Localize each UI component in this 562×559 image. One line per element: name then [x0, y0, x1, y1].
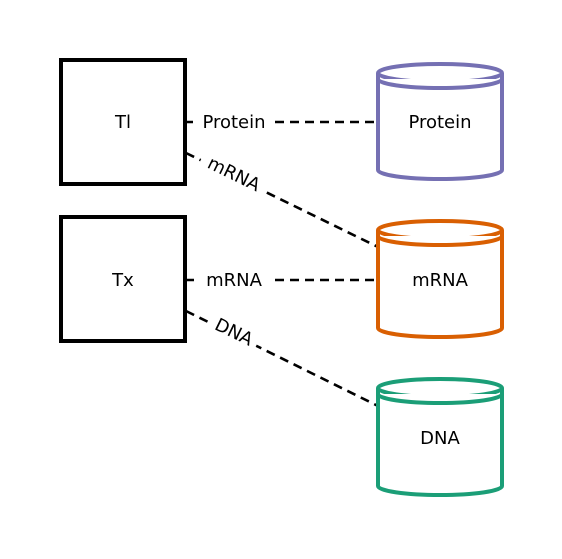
- edge-tx-dna: DNA: [185, 308, 379, 408]
- process-tl-box: [59, 58, 187, 186]
- edge-tx-mrna: mRNA: [185, 266, 378, 294]
- store-dna-body: [376, 388, 504, 497]
- process-tl-label: Tl: [114, 112, 131, 133]
- process-tl: Tl: [59, 58, 187, 186]
- edge-tl-mrna: mRNA: [185, 145, 379, 249]
- store-protein-label: Protein: [408, 112, 471, 133]
- edge-label-tl-protein: Protein: [202, 112, 265, 133]
- edges: Protein mRNA mRNA DNA: [185, 108, 379, 408]
- store-dna-label: DNA: [420, 428, 460, 449]
- edge-label-tx-mrna: mRNA: [206, 270, 263, 291]
- process-tx-label: Tx: [111, 270, 134, 291]
- store-protein: Protein: [376, 62, 504, 181]
- store-dna: DNA: [376, 377, 504, 497]
- store-protein-rim: [376, 78, 504, 90]
- store-mrna-rim: [376, 235, 504, 247]
- store-mrna-label: mRNA: [412, 270, 469, 291]
- process-tx: Tx: [59, 215, 187, 343]
- process-tx-box: [59, 215, 187, 343]
- store-mrna-body: [376, 230, 504, 339]
- store-mrna: mRNA: [376, 219, 504, 339]
- store-protein-body: [376, 73, 504, 181]
- store-dna-rim: [376, 393, 504, 405]
- edge-tl-protein: Protein: [185, 108, 378, 136]
